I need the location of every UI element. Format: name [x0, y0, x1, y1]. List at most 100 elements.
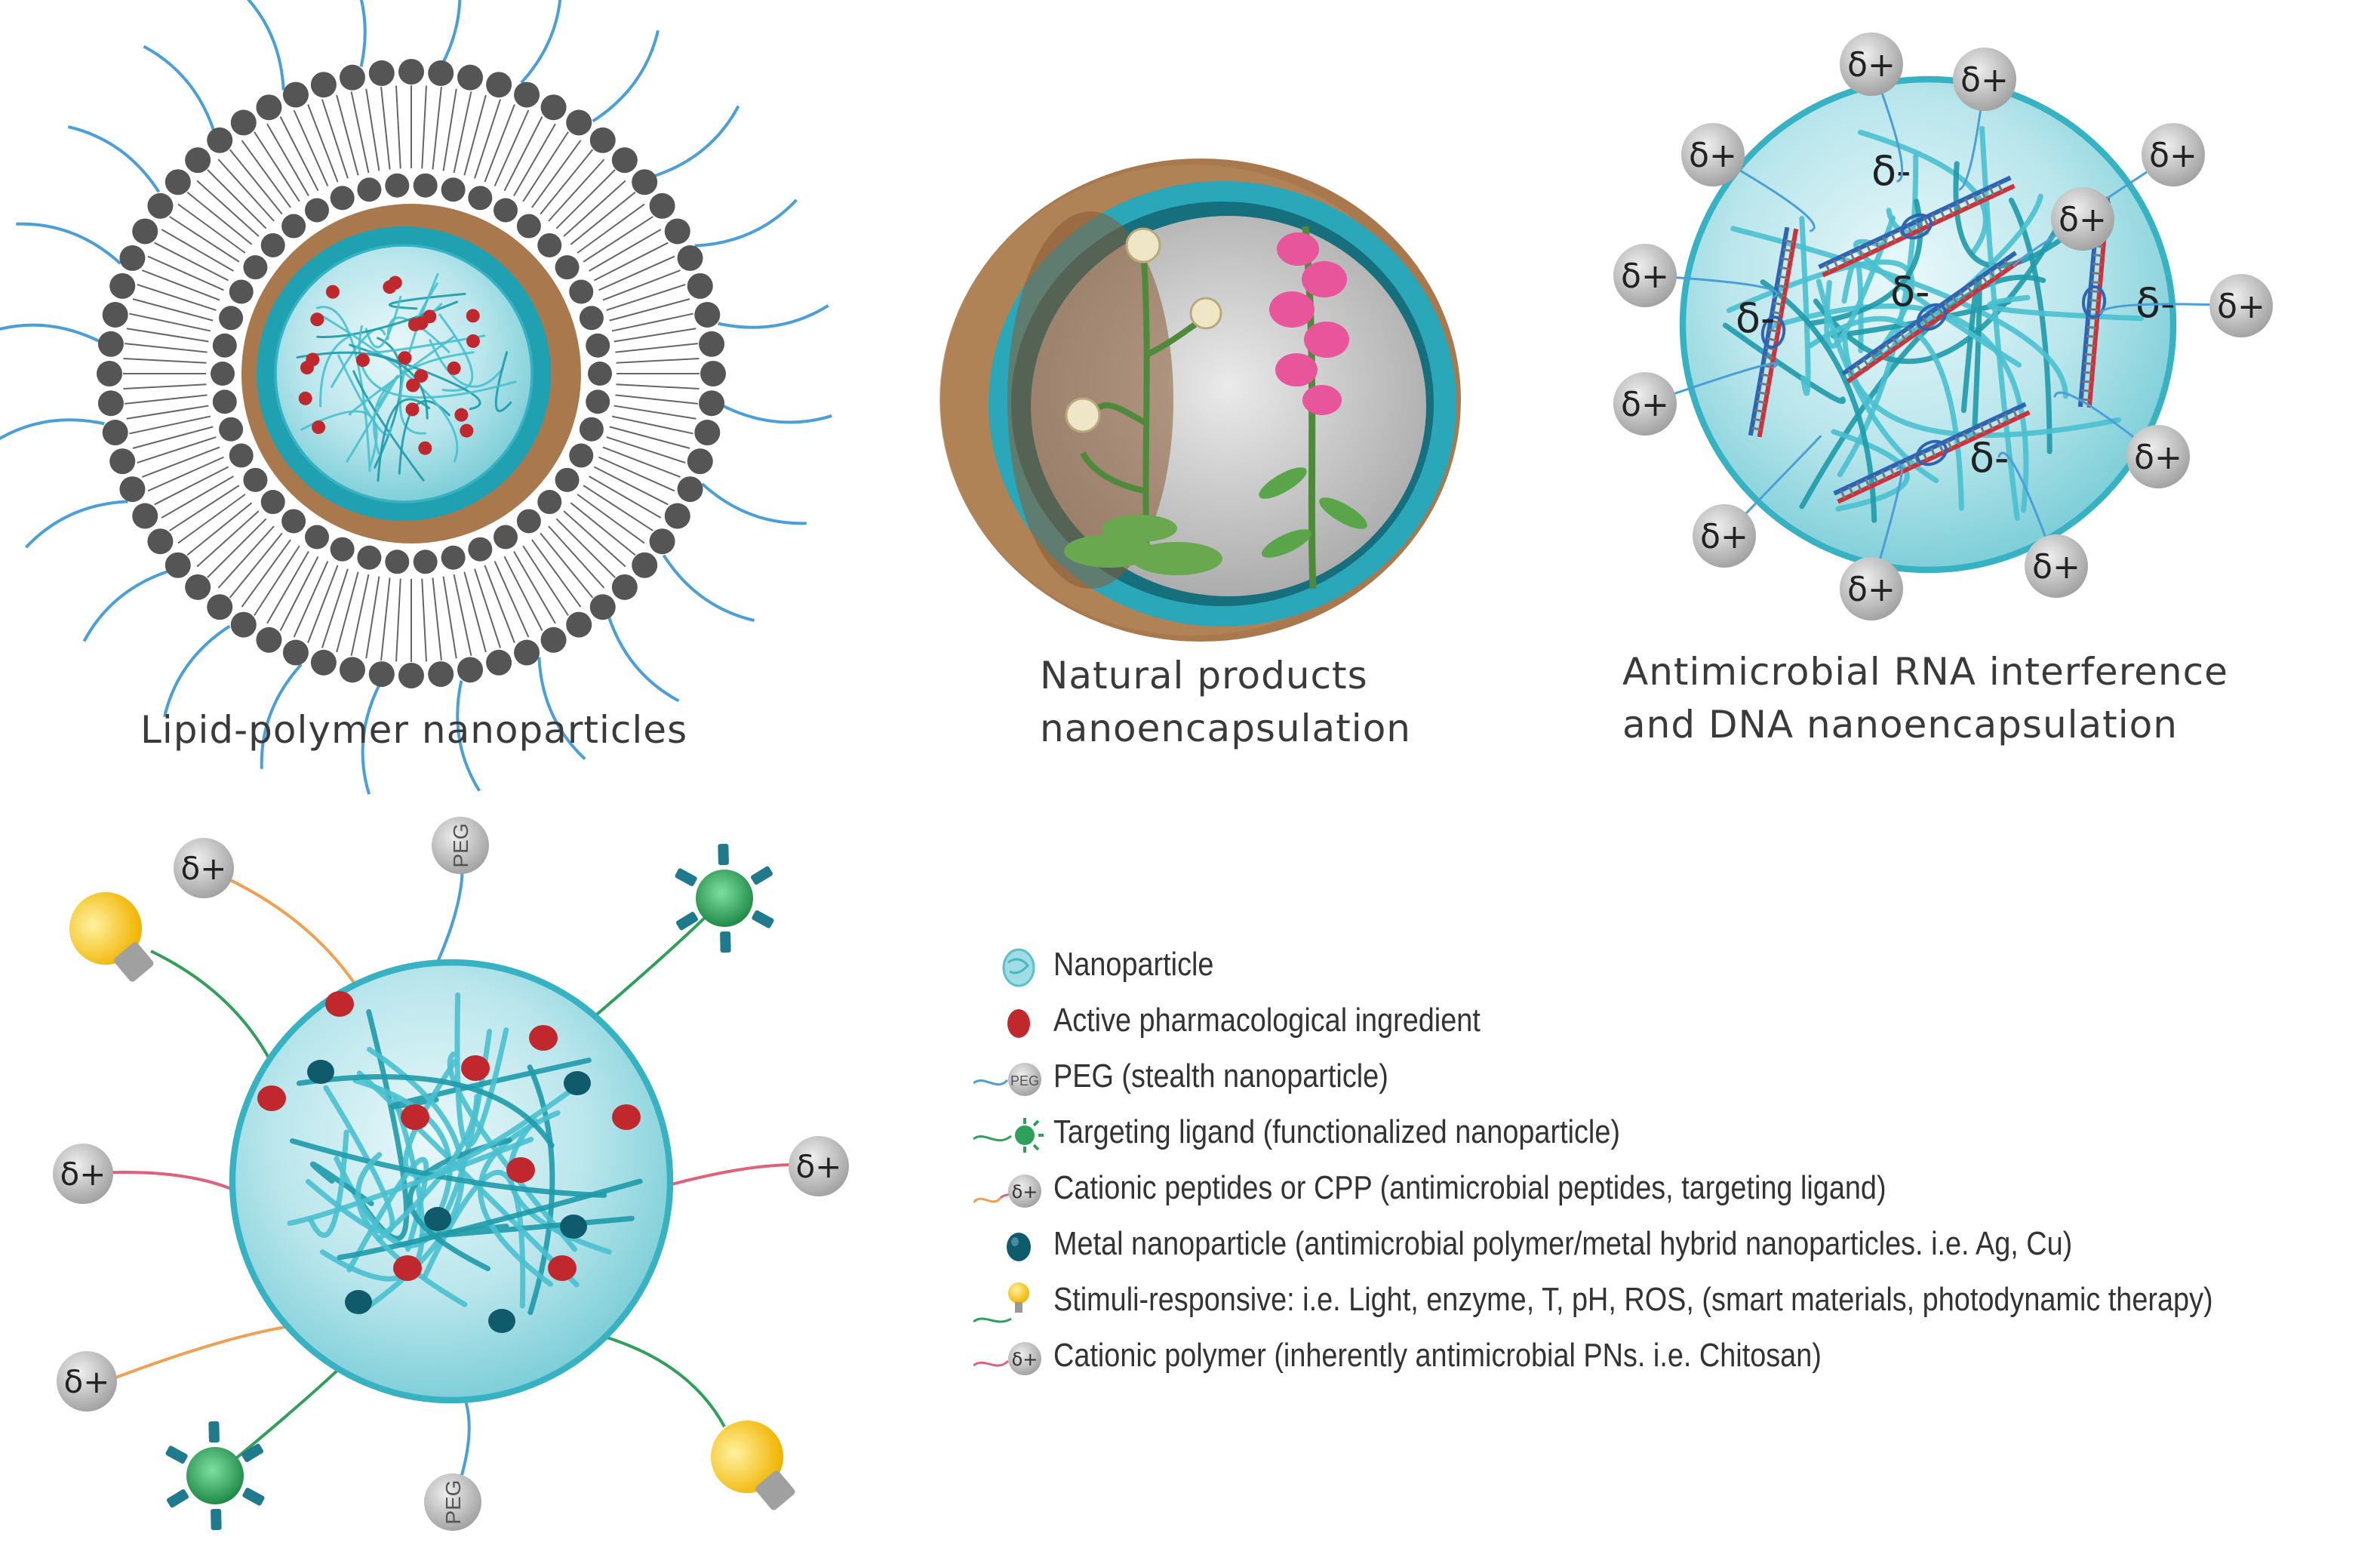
lipid-tail	[463, 94, 487, 176]
peg-chain	[520, 0, 562, 85]
lipid-head-inner	[579, 417, 604, 442]
lipid-head-outer	[165, 552, 191, 578]
positive-charge-bead-label: δ+	[2217, 288, 2265, 326]
sirna-duplex	[1841, 251, 2022, 383]
targeting-ligand-icon	[165, 1421, 265, 1531]
peg-chain	[0, 418, 105, 441]
lipid-head-inner	[494, 198, 518, 223]
polymer-strand	[454, 992, 509, 1148]
drug-icon	[1007, 1009, 1030, 1038]
polymer-strand	[331, 328, 386, 388]
lipid-head-inner	[260, 232, 285, 257]
lipid-head-outer	[165, 169, 191, 196]
bulb-linker	[601, 1335, 726, 1427]
lipid-tail	[513, 123, 556, 196]
drug-molecule	[325, 285, 340, 299]
polymer-strand	[358, 325, 517, 399]
caption-natural-products-2: nanoencapsulation	[1040, 707, 1411, 750]
lipid-head-outer	[457, 64, 484, 91]
peg-bead	[424, 1473, 481, 1531]
lipid-tail	[453, 91, 472, 174]
lipid-tail	[293, 561, 329, 638]
lipid-head-outer	[97, 361, 122, 386]
lipid-tail	[132, 298, 214, 322]
lipid-tail	[154, 242, 229, 282]
polymer-strand	[438, 313, 474, 392]
lipid-head-outer	[97, 331, 124, 357]
natural-products-capsule	[939, 159, 1461, 642]
lipid-head-outer	[185, 574, 211, 600]
polymer-strand	[376, 1094, 480, 1242]
lipid-tail	[350, 574, 370, 656]
lipid-head-outer	[97, 390, 124, 417]
positive-charge-bead-label: δ+	[1847, 571, 1896, 609]
lipid-tail	[307, 565, 339, 643]
lipid-tail	[577, 203, 645, 254]
lipid-head-outer	[514, 639, 540, 666]
polymer-strand	[337, 1178, 643, 1261]
peg-chain	[456, 680, 481, 792]
lipid-head-inner	[219, 306, 244, 331]
lipid-tail	[615, 343, 699, 353]
positive-charge-bead-label: δ+	[796, 1148, 842, 1185]
metal-nanoparticle	[307, 1060, 334, 1084]
positive-charge-bead	[2209, 274, 2273, 337]
lipid-head-outer	[687, 272, 713, 299]
polymer-strand	[319, 335, 350, 408]
drug-molecule	[355, 353, 370, 368]
positive-charge-bead-label: δ+	[1960, 61, 2009, 100]
lipid-tail	[321, 99, 349, 179]
cationic-polymer-icon-label: δ+	[1012, 1349, 1038, 1370]
lipid-tail	[513, 551, 556, 624]
lipid-head-inner	[569, 279, 594, 304]
lipid-head-inner	[385, 550, 410, 574]
lipid-head-inner	[357, 545, 382, 570]
lipid-head-inner	[219, 417, 244, 442]
lipid-tail	[279, 116, 319, 192]
cationic-chain	[1644, 362, 1779, 405]
peg-chain	[537, 657, 586, 760]
positive-charge-bead	[57, 1351, 117, 1412]
cationic-chain	[1644, 274, 1779, 299]
polymer-strand	[1979, 125, 2020, 521]
peg-chain	[260, 663, 303, 769]
positive-charge-bead	[2142, 123, 2205, 186]
lipid-polymer-nanoparticle	[0, 0, 832, 795]
legend-item: PEG PEG (stealth nanoparticle)	[973, 1051, 2362, 1107]
sirna-duplex	[1833, 402, 2031, 504]
polymer-strand	[1853, 239, 2022, 368]
lipid-tail	[615, 394, 699, 405]
positive-charge-bead-label: δ+	[60, 1156, 106, 1193]
negative-charge-label: δ-	[1871, 147, 1911, 195]
targeting-ligand-icon	[675, 843, 774, 953]
lipid-tail	[254, 545, 300, 616]
lipid-head-outer	[339, 657, 365, 683]
lipid-tail	[453, 574, 472, 656]
lipid-head-outer	[339, 64, 365, 91]
lipid-tail	[123, 383, 207, 389]
lipid-head-inner	[212, 333, 237, 358]
peg-chain	[143, 45, 217, 134]
lipid-tail	[540, 532, 594, 599]
lipid-tail	[522, 545, 569, 616]
bulb-icon	[973, 1282, 1029, 1323]
drug-molecule	[388, 276, 402, 290]
lipid-head-inner	[586, 389, 610, 414]
legend-item: δ+ Cationic polymer (inherently antimicr…	[973, 1331, 2362, 1387]
lipid-head-outer	[132, 218, 158, 245]
lipid-head-outer	[540, 627, 567, 653]
lipid-tail	[474, 99, 501, 179]
lipid-tail	[254, 131, 300, 202]
yarrow-flower-icon	[1065, 227, 1222, 433]
lipid-head-inner	[413, 550, 438, 574]
caption-rna-dna-2: and DNA nanoencapsulation	[1622, 703, 2178, 747]
drug-molecule	[423, 309, 437, 324]
lipid-tail	[570, 191, 636, 245]
positive-charge-bead-label: δ+	[1700, 518, 1748, 556]
lipid-head-inner	[579, 306, 604, 331]
lipid-tail	[124, 394, 208, 405]
positive-charge-bead	[1840, 557, 1903, 620]
lipid-tail	[154, 466, 229, 506]
lipid-head-outer	[589, 594, 616, 620]
